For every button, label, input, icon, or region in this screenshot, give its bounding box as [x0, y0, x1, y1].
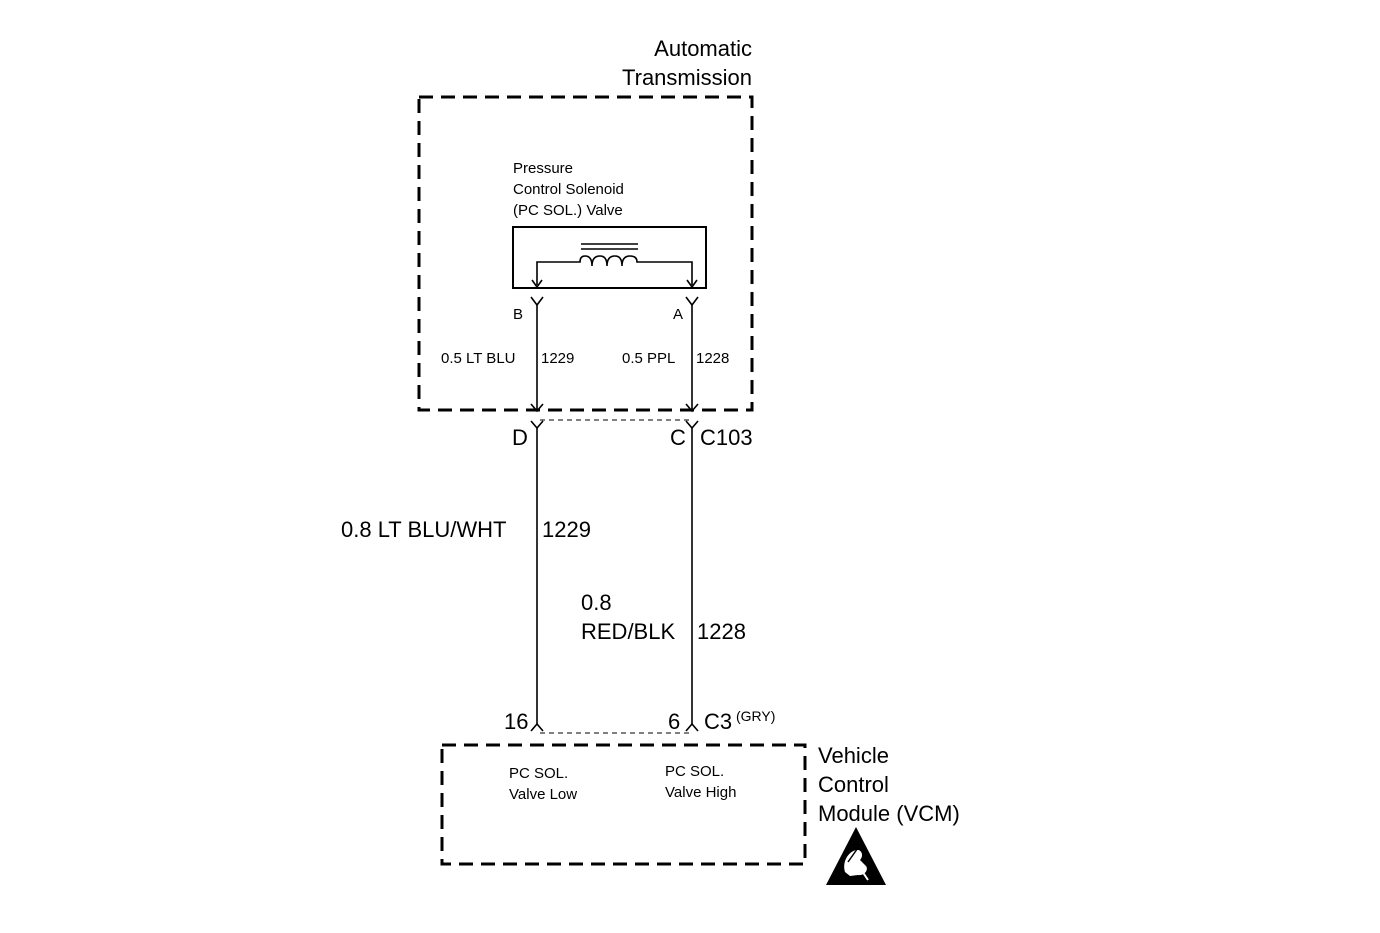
solenoid-label-line1: Pressure [513, 160, 573, 177]
c103-pin-c: C [670, 425, 686, 450]
solenoid-pin-b: B [513, 306, 523, 323]
outer-right-wire-spec-line2: RED/BLK [581, 619, 675, 644]
outer-left-wire-circuit: 1229 [542, 517, 591, 542]
solenoid-pin-a: A [673, 306, 683, 323]
vcm-boundary [440, 743, 807, 866]
transmission-title-line2: Transmission [622, 65, 752, 90]
wire-1228 [685, 296, 699, 732]
outer-right-wire-circuit: 1228 [697, 619, 746, 644]
solenoid-component [512, 226, 707, 289]
vcm-high-line2: Valve High [665, 784, 736, 801]
outer-left-wire-spec: 0.8 LT BLU/WHT [341, 517, 506, 542]
transmission-boundary [417, 95, 754, 412]
vcm-title-line2: Control [818, 772, 889, 797]
vcm-high-line1: PC SOL. [665, 763, 724, 780]
c3-pin-16: 16 [504, 709, 528, 734]
c103-pin-d: D [512, 425, 528, 450]
vcm-low-line2: Valve Low [509, 786, 577, 803]
c3-pin-6: 6 [668, 709, 680, 734]
inner-left-wire-spec: 0.5 LT BLU [441, 350, 516, 367]
coil-icon [536, 255, 693, 285]
c103-name: C103 [700, 425, 753, 450]
solenoid-label-line2: Control Solenoid [513, 181, 624, 198]
vcm-title-line1: Vehicle [818, 743, 889, 768]
wire-1229 [530, 296, 544, 732]
c3-name: C3 [704, 709, 732, 734]
inner-left-wire-circuit: 1229 [541, 350, 574, 367]
outer-right-wire-spec-line1: 0.8 [581, 590, 612, 615]
inner-right-wire-circuit: 1228 [696, 350, 729, 367]
vcm-title-line3: Module (VCM) [818, 801, 960, 826]
inner-right-wire-spec: 0.5 PPL [622, 350, 675, 367]
c3-color: (GRY) [736, 708, 775, 724]
vcm-low-line1: PC SOL. [509, 765, 568, 782]
solenoid-label-line3: (PC SOL.) Valve [513, 202, 623, 219]
esd-warning-icon [826, 827, 886, 885]
transmission-title-line1: Automatic [654, 36, 752, 61]
